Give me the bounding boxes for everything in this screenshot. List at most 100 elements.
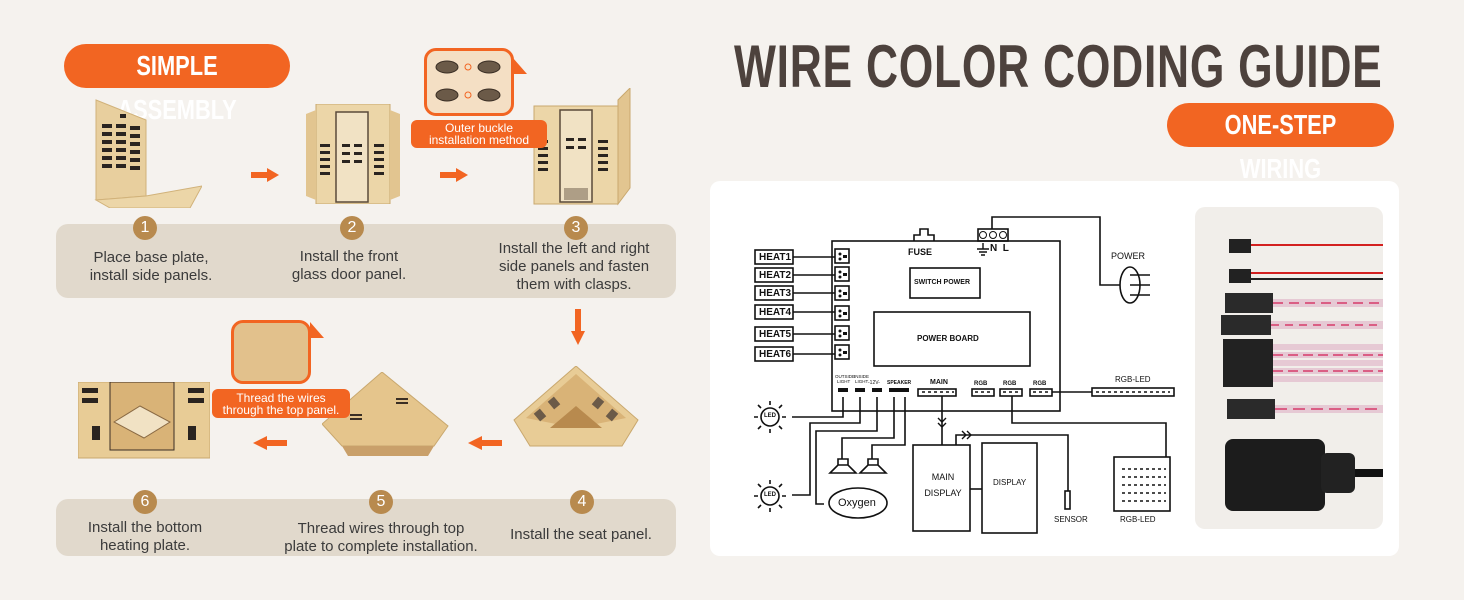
port-label-12v: -12V- (868, 380, 880, 386)
step-2-number: 2 (340, 216, 364, 240)
svg-text:LIGHT: LIGHT (855, 379, 869, 384)
arrow-left-4-5 (468, 436, 502, 450)
control-box (831, 240, 1061, 412)
led-label-1: LED (764, 413, 776, 419)
fuse-label: FUSE (908, 247, 933, 257)
switch-power-label: SWITCH POWER (914, 279, 970, 286)
main-display-line-2: DISPLAY (924, 488, 962, 498)
step-2-caption: Install the front glass door panel. (266, 248, 432, 284)
oxygen-wire (815, 397, 878, 505)
led-icon-2 (760, 486, 780, 506)
step-4-image (513, 366, 639, 447)
step-4-number: 4 (570, 490, 594, 514)
step-3-image (533, 88, 631, 206)
display-chevron-icon (961, 430, 972, 440)
switch-power-box (909, 267, 981, 299)
step-4-caption: Install the seat panel. (496, 526, 666, 544)
buckle-callout-pointer (513, 58, 527, 74)
port-label-rgb-1: RGB (974, 381, 988, 387)
rgb-led-strip-label: RGB-LED (1115, 375, 1151, 384)
connector-cables-image (1221, 239, 1383, 511)
step-3-caption: Install the left and right side panels a… (484, 240, 664, 294)
power-label: POWER (1111, 251, 1146, 261)
arrow-left-5-6 (253, 436, 287, 450)
buckle-callout-label: Outer buckle installation method (411, 120, 547, 148)
heat-label-1: HEAT1 (759, 252, 792, 263)
buckle-callout-image (424, 48, 514, 116)
power-board-box (873, 311, 1031, 367)
wire-guide-title: WIRE COLOR CODING GUIDE (734, 33, 1383, 100)
main-display-label: MAIN DISPLAY (918, 469, 968, 501)
port-label-rgb-2: RGB (1003, 381, 1017, 387)
sensor-wire (955, 434, 1069, 491)
inside-light-wire (792, 397, 861, 496)
step-1-number: 1 (133, 216, 157, 240)
outside-light-wire (792, 397, 844, 418)
cables-photo (1195, 207, 1383, 529)
rgb-led-strip (1091, 387, 1175, 397)
one-step-wiring-badge: ONE-STEP WIRING (1167, 103, 1394, 184)
terminal-block (977, 228, 1009, 242)
arrow-down-3-4 (571, 309, 585, 345)
arrow-right-1-2 (251, 168, 279, 182)
wires-callout-line-1: Thread the wires (236, 391, 326, 405)
step-5-caption-line: plate to complete installation. (284, 538, 478, 555)
main-chevron-icon (937, 417, 947, 428)
speaker-icon-1 (828, 458, 858, 474)
power-wire (991, 216, 1120, 286)
svg-text:INSIDE: INSIDE (854, 374, 869, 379)
buckle-callout-line-1: Outer buckle (444, 121, 514, 135)
step-6-caption: Install the bottom heating plate. (60, 519, 230, 555)
svg-text:LIGHT: LIGHT (837, 379, 851, 384)
heat-label-6: HEAT6 (759, 349, 792, 360)
step-6-caption-line: heating plate. (99, 537, 191, 554)
step-3-caption-line: side panels and fasten (498, 258, 650, 275)
main-display-box (912, 444, 971, 532)
port-label-main: MAIN (930, 379, 948, 386)
speaker-icon-2 (858, 458, 888, 474)
power-board-label: POWER BOARD (917, 334, 979, 343)
arrow-right-2-3 (440, 168, 468, 182)
heat-connectors (834, 248, 850, 360)
step-3-caption-line: them with clasps. (516, 276, 632, 293)
led-label-2: LED (764, 492, 776, 498)
step-6-caption-line: Install the bottom (87, 519, 203, 536)
step-2-image (306, 104, 400, 204)
buckle-callout-line-2: installation method (428, 133, 530, 147)
step-5-caption: Thread wires through top plate to comple… (276, 520, 486, 556)
heat-label-5: HEAT5 (759, 329, 792, 340)
port-label-speaker: SPEAKER (887, 380, 912, 386)
main-display-line-1: MAIN (931, 472, 955, 482)
simple-assembly-badge: SIMPLE ASSEMBLY (64, 44, 290, 125)
fuse-icon (913, 228, 935, 241)
step-6-image (78, 382, 210, 459)
wires-callout-line-2: through the top panel. (222, 403, 340, 417)
step-1-caption-line: install side panels. (89, 267, 213, 284)
wires-callout-image (231, 320, 311, 384)
step-6-number: 6 (133, 490, 157, 514)
oxygen-label: Oxygen (838, 497, 876, 509)
rgb-led-panel (1113, 456, 1171, 512)
one-step-wiring-label: ONE-STEP WIRING (1224, 109, 1337, 184)
step-1-caption-line: Place base plate, (93, 249, 209, 266)
heat-label-3: HEAT3 (759, 288, 792, 299)
step-2-caption-line: Install the front (299, 248, 399, 265)
oxygen-unit (828, 487, 888, 519)
heat-label-2: HEAT2 (759, 270, 792, 281)
svg-text:OUTSIDE: OUTSIDE (835, 374, 855, 379)
wires-callout-label: Thread the wires through the top panel. (212, 389, 350, 418)
terminal-label: N L (990, 243, 1009, 254)
led-icon-1 (760, 407, 780, 427)
rgb-panel-wire (1011, 396, 1167, 457)
heat-label-4: HEAT4 (759, 307, 792, 318)
step-3-number: 3 (564, 216, 588, 240)
rgb-led-panel-label: RGB-LED (1120, 515, 1156, 524)
step-5-caption-line: Thread wires through top (297, 520, 465, 537)
step-1-caption: Place base plate, install side panels. (66, 249, 236, 285)
wires-callout-pointer (310, 322, 324, 338)
step-1-image (94, 99, 202, 208)
heat-label-boxes (754, 249, 794, 362)
step-5-number: 5 (369, 490, 393, 514)
sensor-icon (1064, 490, 1071, 510)
